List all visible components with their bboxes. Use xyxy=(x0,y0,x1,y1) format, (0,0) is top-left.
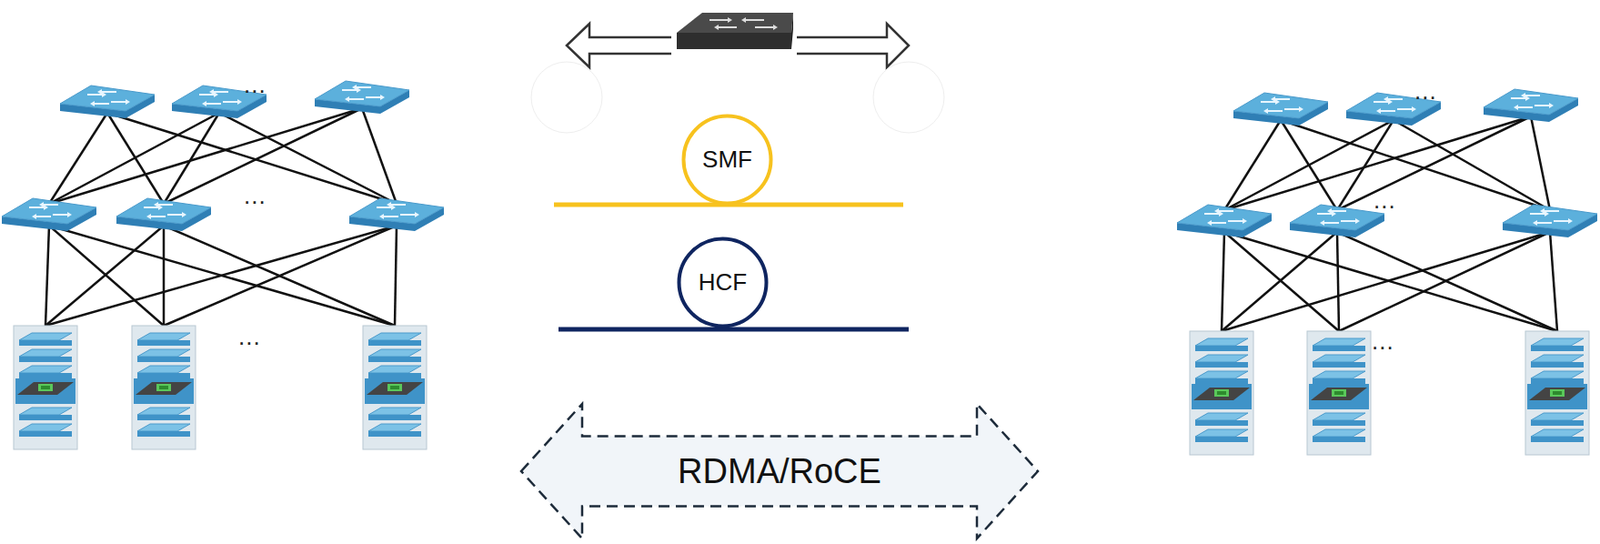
fiber-end-circle xyxy=(873,61,945,133)
link-line xyxy=(163,225,397,326)
link-line xyxy=(162,225,166,326)
switch-icon xyxy=(1233,92,1329,126)
link-line xyxy=(1530,116,1550,211)
server-rack-icon xyxy=(362,325,427,450)
link-line xyxy=(1221,231,1225,332)
switch-icon xyxy=(116,198,212,232)
link-line xyxy=(1337,116,1531,211)
link-line xyxy=(45,225,397,326)
server-rack-icon xyxy=(1189,331,1254,455)
switch-icon xyxy=(671,7,797,64)
ellipsis-label: ... xyxy=(1373,186,1397,215)
server-rack-icon xyxy=(1307,331,1371,455)
ellipsis-label: ... xyxy=(243,70,267,100)
node-label: RDMA/RoCE xyxy=(677,452,882,492)
switch-icon xyxy=(1289,204,1385,238)
ellipsis-label: ... xyxy=(238,322,262,352)
server-rack-icon xyxy=(131,325,196,450)
link-line xyxy=(45,225,164,326)
protocol-arrow: RDMA/RoCE xyxy=(518,401,1041,542)
server-rack-icon xyxy=(1525,331,1590,455)
link-line xyxy=(49,112,108,204)
link-line xyxy=(1221,231,1338,332)
link-line xyxy=(1337,231,1558,332)
switch-icon xyxy=(60,85,155,119)
link-line xyxy=(1337,231,1339,332)
link-line xyxy=(49,108,363,204)
link-line xyxy=(1338,231,1550,332)
link-line xyxy=(1280,120,1550,211)
link-line xyxy=(394,225,397,326)
ellipsis-label: ... xyxy=(243,181,267,211)
switch-icon xyxy=(1177,204,1272,238)
fiber-coil-circle: SMF xyxy=(681,113,774,206)
switch-icon xyxy=(314,80,410,114)
switch-icon xyxy=(1,198,97,232)
ellipsis-label: ... xyxy=(1371,327,1395,356)
hcf-fiber-line xyxy=(558,327,909,333)
link-line xyxy=(1224,231,1339,332)
switch-icon xyxy=(1483,89,1579,122)
ellipsis-label: ... xyxy=(1414,77,1438,106)
switch-icon xyxy=(1502,204,1598,238)
link-line xyxy=(362,108,397,204)
node-label: SMF xyxy=(702,145,753,174)
node-label: HCF xyxy=(698,268,747,297)
link-line xyxy=(1221,231,1550,332)
link-line xyxy=(45,225,50,326)
switch-icon xyxy=(349,198,444,232)
fiber-coil-circle: HCF xyxy=(676,236,769,329)
link-line xyxy=(1549,231,1558,332)
fiber-end-circle xyxy=(531,61,603,133)
server-rack-icon xyxy=(13,325,78,450)
